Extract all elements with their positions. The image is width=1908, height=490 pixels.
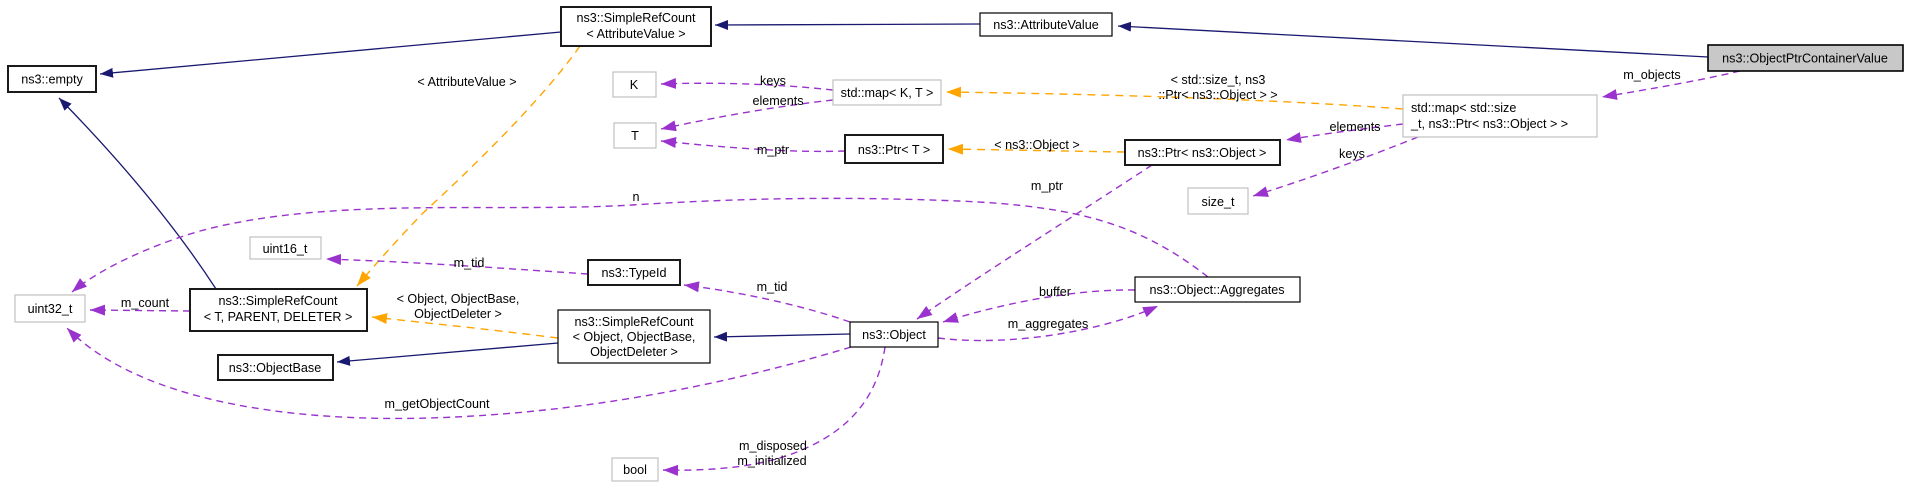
edge-usage-object-mdisposed-bool <box>662 346 886 476</box>
edge-label-size-tmpl-line2: ::Ptr< ns3::Object > > <box>1158 88 1277 102</box>
node-bool-label: bool <box>623 463 647 477</box>
edge-template-map-instance <box>945 86 1404 110</box>
node-uint32-t-label: uint32_t <box>28 302 73 316</box>
node-ns3-ptr-object[interactable]: ns3::Ptr< ns3::Object > <box>1124 139 1281 166</box>
edge-inherit-attributevalue-simplerefcount <box>714 19 981 30</box>
node-std-map-sizet-line2: _t, ns3::Ptr< ns3::Object > > <box>1410 117 1568 131</box>
edge-label-buffer: buffer <box>1039 285 1071 299</box>
node-ns3-ptr-object-label[interactable]: ns3::Ptr< ns3::Object > <box>1138 146 1267 160</box>
edge-usage-ptrobject-mptr-object <box>916 164 1153 320</box>
edge-inherit-simplerefcount-object-objectbase <box>336 342 559 366</box>
edge-label-attributevalue-tmpl: < AttributeValue > <box>417 75 516 89</box>
node-ns3-typeid-label[interactable]: ns3::TypeId <box>601 266 666 280</box>
node-ns3-objectptrcontainervalue-label: ns3::ObjectPtrContainerValue <box>1722 52 1888 66</box>
edge-inherit-objectptrcontainervalue-attributevalue <box>1117 21 1709 58</box>
node-ns3-ptr-t-label[interactable]: ns3::Ptr< T > <box>858 143 930 157</box>
edge-label-mptr-object: m_ptr <box>1031 179 1063 193</box>
node-simplerefcount-object-line3[interactable]: ObjectDeleter > <box>590 345 678 359</box>
node-ns3-object[interactable]: ns3::Object <box>849 321 939 348</box>
node-simplerefcount-tpd-line2[interactable]: < T, PARENT, DELETER > <box>204 310 353 324</box>
edge-label-size-tmpl-line1: < std::size_t, ns3 <box>1171 73 1266 87</box>
node-t: T <box>613 122 657 149</box>
edge-usage-map-keys-k <box>660 77 834 91</box>
node-simplerefcount-attributevalue-line2[interactable]: < AttributeValue > <box>586 27 685 41</box>
edge-inherit-object-simplerefcount-object <box>713 331 851 342</box>
node-k-label: K <box>630 78 639 92</box>
edge-label-mobjects: m_objects <box>1623 68 1680 82</box>
node-std-map-k-t: std::map< K, T > <box>832 79 942 106</box>
node-ns3-empty[interactable]: ns3::empty <box>7 65 97 93</box>
edge-label-object-tmpl-line2: ObjectDeleter > <box>414 307 502 321</box>
node-ns3-object-label[interactable]: ns3::Object <box>862 328 926 342</box>
node-simplerefcount-attributevalue-line1[interactable]: ns3::SimpleRefCount <box>576 11 696 25</box>
edge-label-maggregates: m_aggregates <box>1008 317 1089 331</box>
node-ns3-attributevalue[interactable]: ns3::AttributeValue <box>979 12 1113 37</box>
node-simplerefcount-attributevalue[interactable]: ns3::SimpleRefCount < AttributeValue > <box>560 6 712 47</box>
node-t-label: T <box>631 129 639 143</box>
edge-inherit-simplerefcount-tpd-empty <box>58 97 217 290</box>
node-ns3-typeid[interactable]: ns3::TypeId <box>587 259 681 286</box>
edge-label-object-tmpl-line1: < Object, ObjectBase, <box>397 292 520 306</box>
edge-usage-object-mgetobjectcount-uint32 <box>66 327 852 420</box>
edge-usage-mobjects <box>1601 70 1741 100</box>
edge-usage-map-elements-t <box>660 99 834 132</box>
edge-usage-aggregates-buffer-object <box>942 289 1136 323</box>
edge-template-simplerefcount-object-instance <box>371 313 559 339</box>
node-k: K <box>612 71 657 98</box>
edge-label-n: n <box>632 190 639 204</box>
edge-label-mdisposed-line2: m_initialized <box>737 454 806 468</box>
node-ns3-objectptrcontainervalue: ns3::ObjectPtrContainerValue <box>1707 44 1904 72</box>
edge-inherit-simplerefcount-empty <box>99 31 562 78</box>
edge-label-mdisposed-line1: m_disposed <box>739 439 807 453</box>
edge-usage-object-mtid-typeid <box>683 281 851 323</box>
node-size-t: size_t <box>1187 187 1249 215</box>
edge-label-mtid-typeid: m_tid <box>454 256 485 270</box>
node-simplerefcount-object[interactable]: ns3::SimpleRefCount < Object, ObjectBase… <box>557 309 711 364</box>
edge-usage-object-maggregates <box>937 305 1159 342</box>
node-ns3-objectbase[interactable]: ns3::ObjectBase <box>217 354 334 381</box>
edge-usage-ptr-mptr-t <box>660 137 846 153</box>
node-std-map-k-t-label: std::map< K, T > <box>841 86 934 100</box>
node-ns3-empty-label[interactable]: ns3::empty <box>21 73 83 87</box>
edge-label-mcount: m_count <box>121 296 170 310</box>
node-std-map-sizet-line1: std::map< std::size <box>1411 101 1516 115</box>
edge-label-mgetobjectcount: m_getObjectCount <box>384 397 490 411</box>
node-ns3-attributevalue-label[interactable]: ns3::AttributeValue <box>993 18 1098 32</box>
edge-label-ns3object-tmpl: < ns3::Object > <box>994 138 1079 152</box>
node-uint32-t: uint32_t <box>14 294 86 323</box>
edge-label-elements-right: elements <box>1329 120 1380 134</box>
node-std-map-sizet-ptr-object: std::map< std::size _t, ns3::Ptr< ns3::O… <box>1402 94 1598 138</box>
node-size-t-label: size_t <box>1202 195 1235 209</box>
node-simplerefcount-t-parent-deleter[interactable]: ns3::SimpleRefCount < T, PARENT, DELETER… <box>189 288 368 332</box>
edge-usage-map-keys-sizet <box>1252 136 1419 197</box>
edge-label-mtid-object: m_tid <box>757 280 788 294</box>
edge-label-keys-right: keys <box>1339 147 1365 161</box>
node-ns3-ptr-t[interactable]: ns3::Ptr< T > <box>844 134 944 164</box>
node-uint16-t: uint16_t <box>249 236 322 260</box>
node-ns3-object-aggregates[interactable]: ns3::Object::Aggregates <box>1134 276 1301 303</box>
edge-usage-simplerefcount-mcount-uint32 <box>89 304 191 316</box>
node-simplerefcount-object-line1[interactable]: ns3::SimpleRefCount <box>574 315 694 329</box>
edge-label-elements-top: elements <box>752 94 803 108</box>
edge-label-mptr-t: m_ptr <box>757 143 789 157</box>
node-ns3-objectbase-label[interactable]: ns3::ObjectBase <box>229 361 321 375</box>
node-ns3-object-aggregates-label[interactable]: ns3::Object::Aggregates <box>1149 283 1284 297</box>
node-uint16-t-label: uint16_t <box>263 242 308 256</box>
edge-template-ptr-instance <box>947 143 1126 155</box>
node-bool: bool <box>611 457 659 482</box>
edge-usage-aggregates-n-uint32 <box>71 197 1209 293</box>
edge-label-keys-top: keys <box>760 74 786 88</box>
node-simplerefcount-tpd-line1[interactable]: ns3::SimpleRefCount <box>218 294 338 308</box>
node-simplerefcount-object-line2[interactable]: < Object, ObjectBase, <box>573 330 696 344</box>
